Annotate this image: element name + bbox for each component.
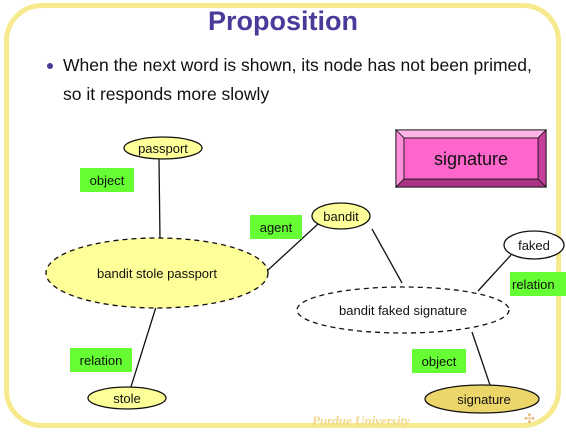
concept-node-signature <box>424 384 540 414</box>
edge-bandit-prop1 <box>267 223 319 271</box>
relation-tag-object-2: object <box>422 354 457 369</box>
footer-university: Purdue University <box>312 413 410 428</box>
relation-tag-object-1: object <box>90 173 125 188</box>
bullet-text: When the next word is shown, its node ha… <box>63 55 532 104</box>
concept-label-signature: signature <box>457 392 510 407</box>
edge-passport-prop1 <box>158 158 161 241</box>
concept-node-stole <box>87 386 167 410</box>
proposition-label-bandit-faked-signature: bandit faked signature <box>339 303 467 318</box>
concept-node-passport <box>123 136 203 160</box>
relation-tag-relation-2: relation <box>512 277 555 292</box>
relation-tag-relation-1-bg <box>70 348 132 372</box>
concept-label-stole: stole <box>113 391 140 406</box>
edge-prop2-signature <box>471 331 491 386</box>
concept-node-bandit <box>311 202 371 230</box>
signature-box-label: signature <box>434 149 508 169</box>
proposition-label-bandit-stole-passport: bandit stole passport <box>97 266 217 281</box>
relation-tag-agent: agent <box>260 220 293 235</box>
concept-label-faked: faked <box>518 238 550 253</box>
slide-title: Proposition <box>208 6 358 36</box>
concept-label-passport: passport <box>138 141 188 156</box>
relation-tag-agent-bg <box>250 215 302 239</box>
proposition-node-bandit-faked-signature <box>296 286 510 334</box>
bullet-dot <box>47 63 53 69</box>
edge-bandit-prop2 <box>371 228 403 284</box>
concept-label-bandit: bandit <box>323 209 359 224</box>
proposition-node-bandit-stole-passport <box>45 237 269 309</box>
signature-box <box>395 129 547 188</box>
university-logo: ✣ <box>524 411 535 426</box>
relation-tag-object-1-bg <box>80 168 134 192</box>
concept-node-faked <box>503 230 565 260</box>
edge-faked-prop2 <box>477 254 512 292</box>
relation-tag-relation-2-bg <box>510 272 566 296</box>
relation-tag-relation-1: relation <box>80 353 123 368</box>
edge-prop1-stole <box>129 306 157 391</box>
relation-tag-object-2-bg <box>412 349 466 373</box>
